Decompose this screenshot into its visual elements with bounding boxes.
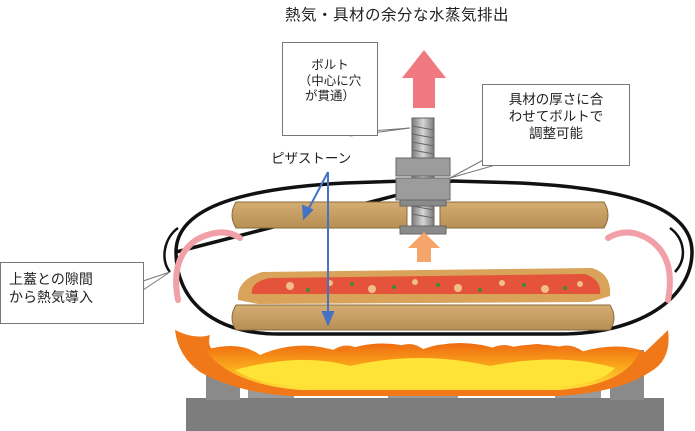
lid-inner-line: [163, 226, 179, 273]
pointer-arrow-icon: [301, 171, 335, 327]
lid-outline: [174, 179, 694, 336]
adjust-callout: 具材の厚さに合 わせてボルトで 調整可能: [482, 84, 630, 166]
up-arrow-icon: [402, 50, 446, 108]
gap-callout-line-2: から熱気導入: [9, 289, 93, 306]
gap-callout-tail: [139, 271, 171, 293]
pizza-stone-label: ピザストーン: [271, 151, 352, 167]
bottom-pizza-stone: [231, 304, 615, 331]
top-pizza-stone-left: [231, 201, 408, 229]
adjust-callout-line-1: 具材の厚さに合: [508, 92, 604, 108]
adjust-callout-line-3: 調整可能: [529, 125, 583, 142]
gap-callout: 上蓋との隙間 から熱気導入: [0, 262, 144, 324]
bolt-callout-line-2: （中心に穴: [298, 72, 362, 88]
heat-up-arrow-icon: [408, 232, 440, 262]
bolt-icon: [395, 117, 451, 235]
adjust-callout-line-2: わせてボルトで: [508, 108, 604, 125]
diagram-title: 熱気・具材の余分な水蒸気排出: [285, 6, 510, 24]
top-pizza-stone-right: [439, 201, 609, 229]
pizza: [237, 268, 611, 304]
flame-icon: [175, 330, 669, 396]
bolt-callout-line-3: が貫通）: [304, 88, 355, 104]
gap-callout-line-1: 上蓋との隙間: [9, 272, 93, 288]
bolt-callout: ボルト （中心に穴 が貫通）: [282, 42, 378, 136]
warm-air-flow: [173, 229, 673, 303]
bolt-callout-line-1: ボルト: [311, 57, 349, 72]
